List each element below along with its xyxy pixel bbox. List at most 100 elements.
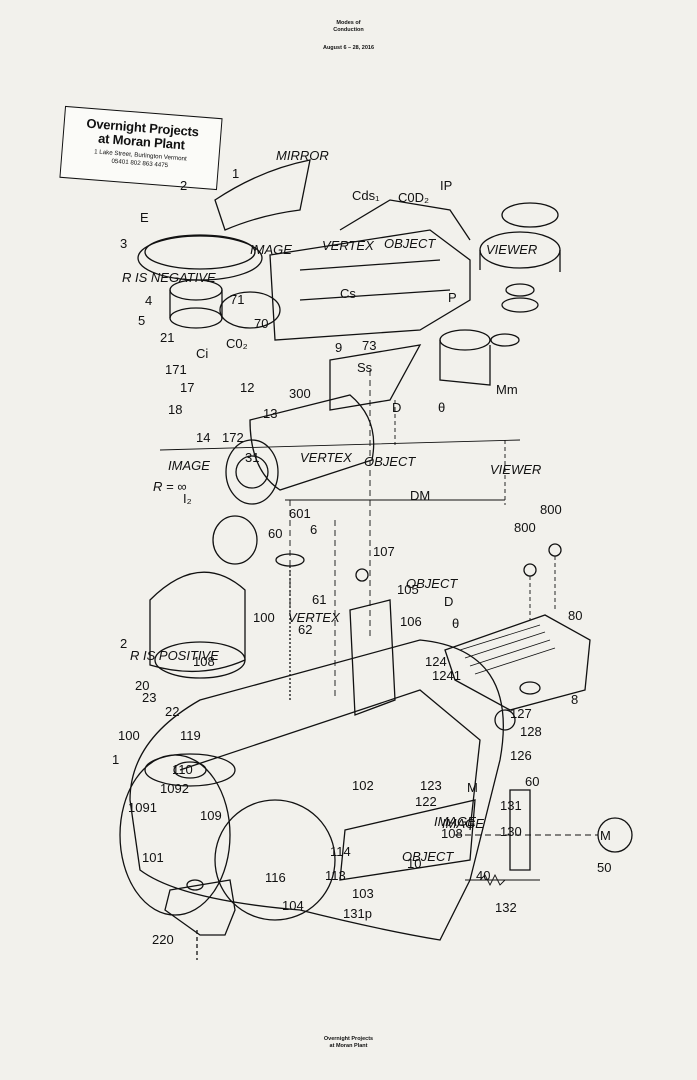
part-label: 131 <box>500 798 522 813</box>
part-label: 23 <box>142 690 156 705</box>
part-label: 126 <box>510 748 532 763</box>
part-label: 20 <box>135 678 149 693</box>
part-label: 108 <box>193 654 215 669</box>
part-label: DM <box>410 488 430 503</box>
cover-ss <box>329 344 422 411</box>
lower-housing <box>129 639 504 941</box>
part-label: 113 <box>325 868 346 883</box>
part-label: 108 <box>441 826 463 841</box>
part-label: 6 <box>310 522 317 537</box>
poster-footer-line: Overnight Projects <box>323 1036 374 1042</box>
part-label: 71 <box>230 292 244 307</box>
part-label: 119 <box>180 728 201 743</box>
part-label: 60 <box>268 526 282 541</box>
part-label: R IS POSITIVE <box>130 648 219 663</box>
upper-housing <box>269 229 471 341</box>
part-label: 1241 <box>432 668 461 683</box>
part-label: VERTEX <box>288 610 341 625</box>
poster-footer: Overnight Projects at Moran Plant <box>0 1036 697 1050</box>
poster-title: Modes of Conduction <box>0 20 697 34</box>
part-label: 800 <box>540 502 562 517</box>
part-label: 130 <box>500 824 522 839</box>
part-label: 50 <box>597 860 611 875</box>
mirror-arm <box>214 159 311 231</box>
screw-800a <box>523 563 537 577</box>
part-label: 73 <box>362 338 376 353</box>
part-label: Cs <box>340 286 356 301</box>
part-label: 22 <box>165 704 179 719</box>
part-label: 107 <box>373 544 395 559</box>
part-label: 21 <box>160 330 174 345</box>
part-label: Ss <box>357 360 373 375</box>
part-label: 1 <box>112 752 119 767</box>
poster-dates: August 6 – 28, 2016 <box>322 45 375 51</box>
poster-footer-line: at Moran Plant <box>329 1043 368 1049</box>
part-label: 70 <box>254 316 268 331</box>
part-label: Cds₁ <box>352 188 380 203</box>
part-label: 2 <box>120 636 127 651</box>
part-label: 172 <box>222 430 244 445</box>
plate-80 <box>444 614 591 711</box>
part-label: C0₂ <box>226 336 248 351</box>
strip-130 <box>509 789 531 871</box>
poster-title-line: Modes of <box>336 20 361 26</box>
part-label: 800 <box>514 520 536 535</box>
part-label: 127 <box>510 706 532 721</box>
part-label: Ci <box>196 346 208 361</box>
screw-800b <box>548 543 562 557</box>
part-label: 31 <box>245 450 259 465</box>
part-label: 100 <box>253 610 275 625</box>
part-label: 18 <box>168 402 182 417</box>
part-label: OBJECT <box>402 849 454 864</box>
part-label: Mm <box>496 382 518 397</box>
part-label: 601 <box>289 506 311 521</box>
part-label: 106 <box>400 614 422 629</box>
part-label: 103 <box>352 886 374 901</box>
motor-2 <box>149 571 246 673</box>
part-label: 1091 <box>128 800 157 815</box>
part-label: 10 <box>407 856 421 871</box>
ratchet-wheel <box>225 439 279 505</box>
part-label: 1092 <box>160 781 189 796</box>
rail-122 <box>339 799 476 881</box>
lens-disc <box>212 515 258 565</box>
drawing-linework <box>119 159 633 960</box>
part-label: IMAGE <box>434 814 476 829</box>
part-label: OBJECT <box>406 576 458 591</box>
clip-127 <box>494 709 516 731</box>
part-label: 109 <box>200 808 222 823</box>
part-label: E <box>140 210 149 225</box>
part-label: D <box>444 594 453 609</box>
part-label: 171 <box>165 362 187 377</box>
part-label: 13 <box>263 406 277 421</box>
part-label: IMAGE <box>442 816 484 831</box>
part-label: 62 <box>298 622 312 637</box>
part-label: 5 <box>138 313 145 328</box>
part-label: IP <box>440 178 452 193</box>
part-label: 40 <box>476 868 490 883</box>
part-label: I₂ <box>183 491 192 506</box>
part-label: M <box>600 828 611 843</box>
part-label: IMAGE <box>168 458 210 473</box>
part-label: D <box>392 400 401 415</box>
part-label: 116 <box>265 870 286 885</box>
part-label: 110 <box>172 762 193 777</box>
gear-71 <box>219 291 281 329</box>
part-label: 80 <box>568 608 582 623</box>
part-label: VERTEX <box>300 450 353 465</box>
base-lobe-left <box>119 754 231 916</box>
part-label: 4 <box>145 293 152 308</box>
part-label: P <box>448 290 457 305</box>
part-label: 2 <box>180 178 187 193</box>
part-label: VIEWER <box>490 462 541 477</box>
part-label: 9 <box>335 340 342 355</box>
part-label: IMAGE <box>250 242 292 257</box>
part-label: 105 <box>397 582 419 597</box>
part-label: 101 <box>142 850 164 865</box>
part-label: 100 <box>118 728 140 743</box>
part-label: 131p <box>343 906 372 921</box>
part-label: 17 <box>180 380 194 395</box>
part-label: 61 <box>312 592 326 607</box>
